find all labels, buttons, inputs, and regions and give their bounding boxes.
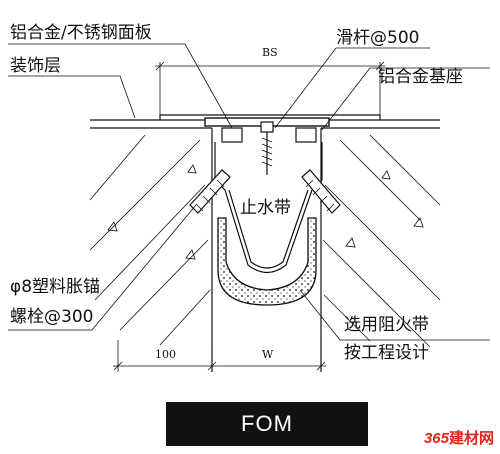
gap-width-label: W [262, 348, 274, 361]
fire-barrier-label-line2: 按工程设计 [344, 343, 429, 363]
title-bar: FOM [166, 402, 368, 446]
bs-dimension: BS [155, 46, 385, 115]
anchor-label-line1: φ8塑料胀锚 [10, 277, 100, 297]
water-stop-band [224, 189, 313, 274]
fire-barrier [217, 217, 317, 306]
left-width-label: 100 [155, 348, 176, 361]
watermark-number: 365 [423, 430, 449, 447]
left-anchor-bolt [189, 169, 231, 214]
panel-label: 铝合金/不锈钢面板 [10, 23, 152, 43]
slide-rod-label: 滑杆@500 [336, 28, 419, 48]
right-anchor-bolt [301, 169, 341, 214]
waterstop-label: 止水带 [240, 198, 291, 218]
bottom-dimensions: 100 W [113, 340, 326, 372]
leader-lines [8, 43, 490, 341]
base-label: 铝合金基座 [378, 67, 463, 87]
anchor-label-line2: 螺栓@300 [10, 307, 93, 327]
left-concrete-slab [89, 127, 213, 372]
fire-barrier-label-line1: 选用阻火带 [344, 315, 429, 335]
bs-label: BS [262, 46, 278, 59]
watermark-text: 建材网 [448, 430, 494, 447]
title-text: FOM [241, 411, 293, 436]
site-watermark: 365建材网 [424, 427, 494, 448]
right-concrete-slab [320, 127, 441, 372]
slide-rod [260, 121, 274, 175]
finish-layer-label: 装饰层 [10, 56, 61, 76]
